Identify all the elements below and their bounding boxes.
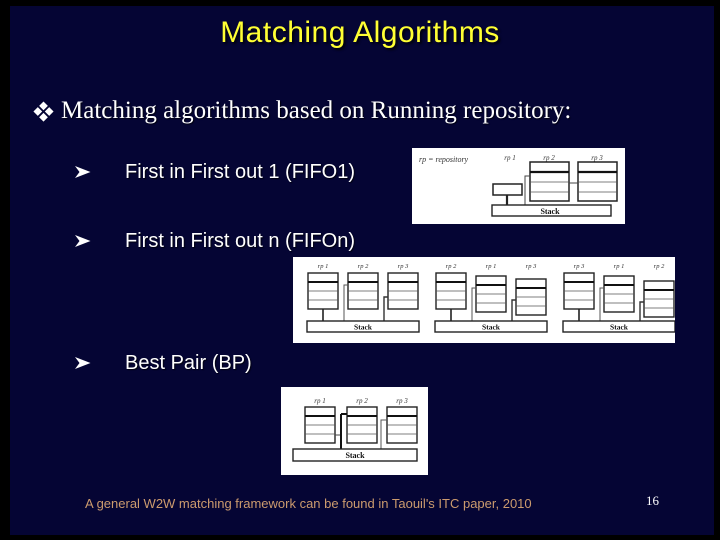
connector-line — [380, 419, 387, 449]
repository-table — [528, 160, 571, 203]
fifo1-legend: rp = repository — [419, 155, 469, 164]
stack-bar — [562, 320, 675, 333]
repository-table — [643, 280, 675, 318]
repository-table — [387, 272, 419, 310]
fifon-col-label: rp 3 — [526, 263, 537, 270]
stack-label: Stack — [354, 323, 373, 332]
stack-label: Stack — [540, 207, 560, 216]
fifo1-col-label: rp 2 — [543, 154, 555, 162]
repository-table — [386, 406, 418, 444]
repository-table — [304, 406, 336, 444]
bp-col-label: rp 3 — [396, 397, 408, 405]
bullet-fifon: First in First out n (FIFOn) — [74, 229, 355, 253]
bullet-fifo1: First in First out 1 (FIFO1) — [74, 160, 355, 184]
connector-line — [639, 301, 644, 321]
fifo1-diagram: rp = repository rp 1 rp 2 rp 3 Stack — [412, 148, 625, 224]
fifon-group: rp 1 rp 2 rp 3 Stack — [306, 263, 420, 333]
arrowhead-bullet-icon — [75, 235, 91, 247]
slide-edge-right — [714, 0, 720, 540]
stack-label: Stack — [610, 323, 629, 332]
page-number: 16 — [646, 493, 659, 508]
arrowhead-bullet-icon — [75, 166, 91, 178]
connector-line — [471, 287, 476, 321]
fifon-col-label: rp 3 — [398, 263, 409, 270]
arrowhead-bullet-icon — [75, 357, 91, 369]
repository-table — [603, 275, 635, 313]
repository-table — [435, 272, 467, 310]
bullet-bp-label: Best Pair (BP) — [125, 352, 252, 374]
stack-bar — [292, 448, 418, 462]
repository-table — [576, 160, 619, 203]
stack-bar — [491, 204, 612, 217]
fifon-col-label: rp 1 — [318, 263, 329, 270]
slide-edge-top — [0, 0, 720, 6]
bullet-fifon-label: First in First out n (FIFOn) — [125, 230, 356, 252]
connector-line — [383, 296, 388, 321]
stack-label: Stack — [482, 323, 501, 332]
repository-box — [492, 183, 523, 196]
stack-bar — [306, 320, 420, 333]
fifon-col-label: rp 2 — [358, 263, 369, 270]
diamond-bullet-icon — [33, 101, 54, 122]
connector-line — [599, 287, 604, 321]
repository-table — [563, 272, 595, 310]
repository-table — [346, 406, 378, 444]
connector-line — [524, 175, 530, 205]
connector-line — [343, 284, 348, 321]
bullet-fifo1-label: First in First out 1 (FIFO1) — [125, 161, 356, 183]
stack-label: Stack — [345, 451, 365, 460]
repository-table — [475, 275, 507, 313]
fifon-col-label: rp 2 — [446, 263, 457, 270]
fifon-col-label: rp 1 — [614, 263, 625, 270]
stack-bar — [434, 320, 548, 333]
bp-col-label: rp 2 — [356, 397, 368, 405]
connector-line — [511, 299, 516, 321]
slide-edge-left — [0, 0, 10, 540]
repository-table — [515, 278, 547, 316]
fifon-diagram: rp 1 rp 2 rp 3 Stack rp 2 rp 1 rp 3 — [293, 257, 675, 343]
fifo1-col-label: rp 1 — [504, 154, 515, 162]
fifon-col-label: rp 3 — [574, 263, 585, 270]
fifon-group: rp 2 rp 1 rp 3 Stack — [434, 263, 548, 333]
footer-note: A general W2W matching framework can be … — [85, 496, 532, 511]
bullet-bp: Best Pair (BP) — [74, 351, 252, 375]
slide-title: Matching Algorithms — [220, 16, 500, 49]
fifon-col-label: rp 1 — [486, 263, 497, 270]
fifo1-col-label: rp 3 — [591, 154, 603, 162]
fifon-col-label: rp 2 — [654, 263, 665, 270]
fifon-group: rp 3 rp 1 rp 2 Stack — [562, 263, 675, 333]
main-bullet-text: Matching algorithms based on Running rep… — [61, 97, 572, 124]
bp-diagram: rp 1 rp 2 rp 3 Stack — [281, 387, 428, 475]
bp-col-label: rp 1 — [314, 397, 325, 405]
repository-table — [347, 272, 379, 310]
main-bullet: Matching algorithms based on Running rep… — [33, 96, 571, 126]
repository-table — [307, 272, 339, 310]
slide-edge-bottom — [0, 535, 720, 540]
